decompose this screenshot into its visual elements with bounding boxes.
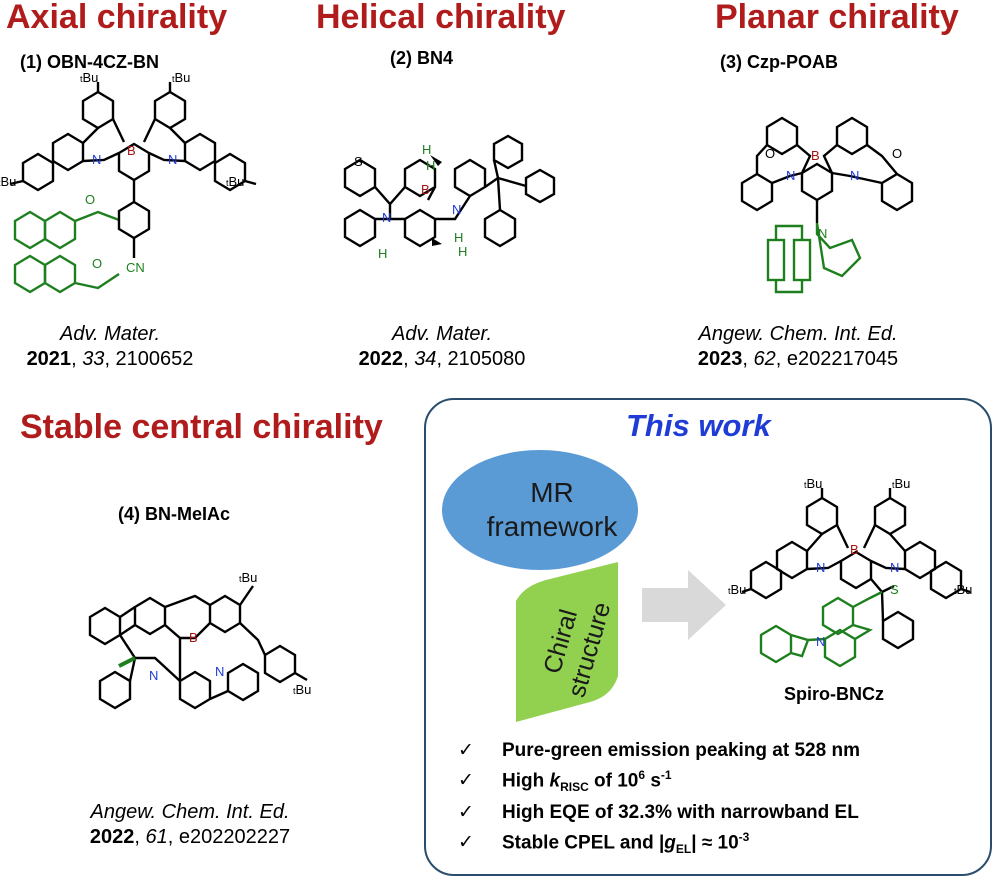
structure-czp-poab: O O B N N N <box>740 116 914 294</box>
journal-pages: , 2105080 <box>436 348 526 370</box>
atom-label: S <box>890 582 899 597</box>
tbu-label: tBu <box>728 582 746 597</box>
atom-label: N <box>382 210 391 225</box>
atom-label: B <box>850 542 859 557</box>
journal-year: 2022 <box>358 348 404 370</box>
compound-label-bn-meiac: (4) BN-MeIAc <box>118 504 231 524</box>
structure-spiro-bncz: B N N S N tBu tBu tBu tBu <box>728 476 972 668</box>
journal-year: 2021 <box>26 348 72 370</box>
compound-label-spiro-bncz: Spiro-BNCz <box>784 684 884 704</box>
highlight-item: ✓ High EQE of 32.3% with narrowband EL <box>458 800 860 825</box>
atom-label: B <box>127 143 136 158</box>
atom-label: B <box>189 630 198 645</box>
highlight-text: High EQE of 32.3% with narrowband EL <box>502 802 859 824</box>
structure-bn4: S B N N H H H H H <box>343 134 556 261</box>
atom-label: H <box>454 230 463 245</box>
structure-obn-4cz-bn: B N N O O CN tBu tBu tBu tBu <box>0 70 257 294</box>
atom-label: N <box>149 668 158 683</box>
atom-label: N <box>92 152 101 167</box>
highlight-item: ✓ Stable CPEL and |gEL| ≈ 10-3 <box>458 825 860 862</box>
atom-label: N <box>215 664 224 679</box>
compound-label-czp-poab: (3) Czp-POAB <box>720 52 838 72</box>
tbu-label: tBu <box>293 682 311 697</box>
reference-planar: Angew. Chem. Int. Ed. 2023, 62, e2022170… <box>697 323 899 370</box>
journal-volume: 34 <box>414 348 437 370</box>
tbu-label: tBu <box>954 582 972 597</box>
atom-label: O <box>92 256 102 271</box>
atom-label: N <box>816 560 825 575</box>
chiral-structure-block: Chiral structure <box>516 562 618 722</box>
journal-pages: , e202217045 <box>775 348 899 370</box>
journal-volume: 33 <box>82 348 105 370</box>
atom-label: N <box>452 202 461 217</box>
compound-label-obn-4cz-bn: (1) OBN-4CZ-BN <box>20 52 159 72</box>
tbu-label: tBu <box>239 570 257 585</box>
reference-axial: Adv. Mater. 2021, 33, 2100652 <box>26 323 194 370</box>
journal-year: 2023 <box>697 348 743 370</box>
this-work-highlights: ✓ Pure-green emission peaking at 528 nm … <box>458 738 860 862</box>
atom-label: O <box>892 146 902 161</box>
ellipse-label-line1: MR <box>530 477 574 508</box>
axial-chirality-heading: Axial chirality <box>6 0 228 36</box>
atom-label: O <box>765 146 775 161</box>
atom-label: N <box>890 560 899 575</box>
highlight-text: High kRISC of 106 s-1 <box>502 768 672 795</box>
journal-name: Angew. Chem. Int. Ed. <box>90 801 290 823</box>
atom-label: H <box>426 158 435 173</box>
reference-helical: Adv. Mater. 2022, 34, 2105080 <box>358 323 526 370</box>
atom-label: O <box>85 192 95 207</box>
journal-name: Adv. Mater. <box>59 323 161 345</box>
helical-chirality-heading: Helical chirality <box>316 0 566 36</box>
arrow-icon <box>642 570 726 640</box>
reference-central: Angew. Chem. Int. Ed. 2022, 61, e2022022… <box>89 801 291 848</box>
atom-label: CN <box>126 260 145 275</box>
atom-label: S <box>354 154 363 169</box>
checkmark-icon: ✓ <box>458 739 474 761</box>
tbu-label: tBu <box>804 476 822 491</box>
checkmark-icon: ✓ <box>458 769 474 792</box>
journal-pages: , 2100652 <box>104 348 194 370</box>
compound-label-bn4: (2) BN4 <box>390 48 454 68</box>
checkmark-icon: ✓ <box>458 831 474 854</box>
atom-label: H <box>422 142 431 157</box>
tbu-label: tBu <box>80 70 98 85</box>
central-chirality-heading: Stable central chirality <box>20 408 383 446</box>
tbu-label: tBu <box>0 174 16 189</box>
journal-volume: 62 <box>753 348 776 370</box>
atom-label: N <box>850 168 859 183</box>
highlight-text: Stable CPEL and |gEL| ≈ 10-3 <box>502 830 750 857</box>
journal-pages: , e202202227 <box>167 826 291 848</box>
journal-name: Angew. Chem. Int. Ed. <box>698 323 898 345</box>
tbu-label: tBu <box>226 174 244 189</box>
this-work-title: This work <box>626 408 771 443</box>
checkmark-icon: ✓ <box>458 801 474 824</box>
structure-bn-meiac: B N N tBu tBu <box>88 570 311 710</box>
mr-framework-ellipse: MR framework <box>442 450 638 570</box>
atom-label: B <box>811 148 820 163</box>
highlight-text: Pure-green emission peaking at 528 nm <box>502 740 860 761</box>
journal-year: 2022 <box>89 826 135 848</box>
atom-label: N <box>168 152 177 167</box>
highlight-item: ✓ High kRISC of 106 s-1 <box>458 763 860 800</box>
tbu-label: tBu <box>172 70 190 85</box>
atom-label: N <box>818 226 827 241</box>
journal-name: Adv. Mater. <box>391 323 493 345</box>
atom-label: N <box>816 634 825 649</box>
highlight-item: ✓ Pure-green emission peaking at 528 nm <box>458 738 860 763</box>
atom-label: H <box>458 244 467 259</box>
tbu-label: tBu <box>892 476 910 491</box>
atom-label: N <box>786 168 795 183</box>
atom-label: H <box>378 246 387 261</box>
journal-volume: 61 <box>145 826 168 848</box>
atom-label: B <box>421 182 430 197</box>
planar-chirality-heading: Planar chirality <box>715 0 959 36</box>
ellipse-label-line2: framework <box>487 511 619 542</box>
this-work-panel <box>424 398 992 876</box>
